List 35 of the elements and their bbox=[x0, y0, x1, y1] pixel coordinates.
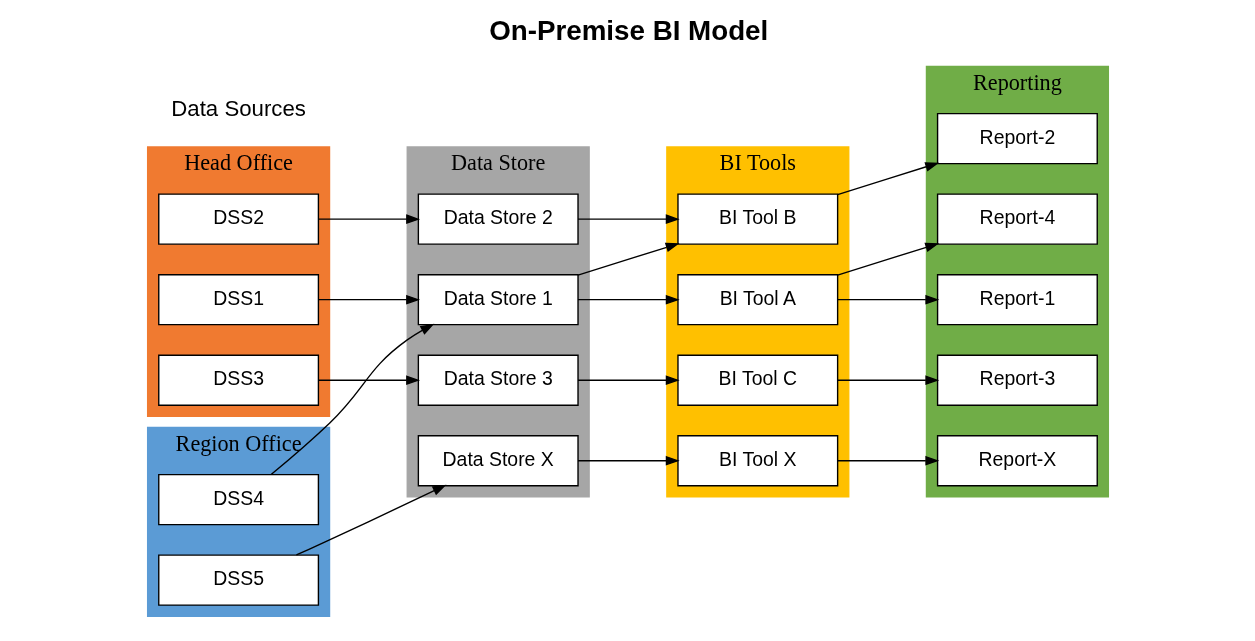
arrow bbox=[295, 484, 446, 556]
arrow bbox=[836, 375, 939, 386]
arrow bbox=[836, 455, 939, 466]
node-box: Report-1 bbox=[936, 274, 1098, 326]
diagram-title: On-Premise BI Model bbox=[488, 15, 768, 47]
arrow bbox=[836, 294, 939, 305]
node-box: Data Store X bbox=[417, 435, 579, 487]
arrow bbox=[836, 162, 939, 196]
node-box: BI Tool C bbox=[676, 354, 838, 406]
arrow bbox=[576, 242, 680, 276]
node-box: Data Store 1 bbox=[417, 274, 579, 326]
node-box: Report-2 bbox=[936, 112, 1098, 165]
node-box: BI Tool X bbox=[676, 435, 838, 487]
arrow bbox=[317, 294, 420, 305]
node-box: Data Store 2 bbox=[417, 193, 579, 245]
node-box: DSS2 bbox=[157, 193, 319, 245]
node-box: BI Tool B bbox=[676, 193, 838, 245]
node-box: DSS5 bbox=[157, 554, 319, 606]
node-box: Report-3 bbox=[936, 354, 1098, 406]
arrow bbox=[836, 242, 939, 276]
label: Data Sources bbox=[170, 96, 306, 122]
node-box: Report-4 bbox=[936, 193, 1098, 245]
arrow bbox=[317, 214, 420, 224]
node-box: BI Tool A bbox=[676, 274, 838, 326]
node-box: DSS4 bbox=[157, 473, 319, 526]
node-box: DSS1 bbox=[157, 274, 319, 326]
node-box: Data Store 3 bbox=[417, 354, 579, 406]
arrow bbox=[576, 294, 680, 305]
node-box: DSS3 bbox=[157, 354, 319, 406]
arrow bbox=[576, 455, 680, 466]
node-box: Report-X bbox=[936, 435, 1098, 487]
arrow bbox=[270, 323, 434, 475]
arrow bbox=[576, 375, 680, 386]
arrow bbox=[317, 375, 420, 386]
arrow bbox=[576, 214, 680, 224]
